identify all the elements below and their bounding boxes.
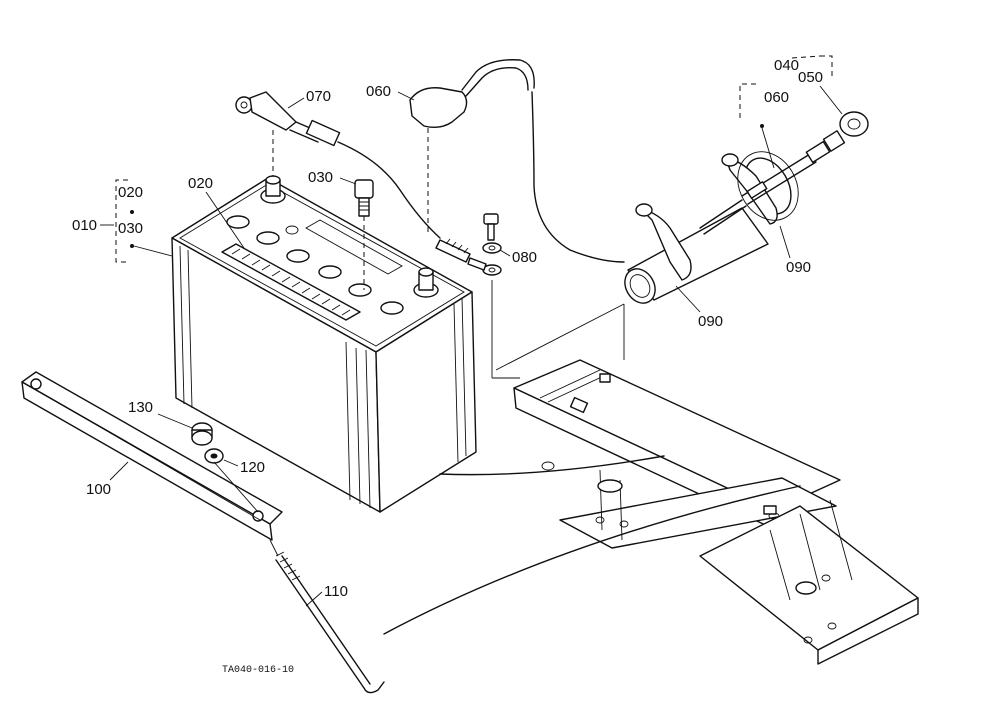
reference-lines [383,303,801,635]
battery [171,175,477,513]
cable-040 [699,111,869,235]
label-020-bracket: 020 [118,184,143,201]
label-020: 020 [188,175,213,192]
negative-cable-060 [409,59,625,263]
label-090-right: 090 [786,259,811,276]
label-090-left: 090 [698,313,723,330]
label-sticker-020 [221,243,361,321]
battery-terminal-positive [260,175,286,204]
positive-cable-070 [235,91,441,239]
label-060-bracket: 060 [764,89,789,106]
label-030: 030 [308,169,333,186]
label-040: 040 [774,57,799,74]
bracket-markers [115,55,833,263]
hold-down-bar-100 [21,371,283,541]
label-050: 050 [798,69,823,86]
label-130: 130 [128,399,153,416]
vent-caps [226,215,404,315]
washer-120 [204,448,259,513]
boot-090-left [624,203,769,304]
mounting-frame [699,499,919,665]
nut-130 [191,422,213,446]
label-010: 010 [72,217,97,234]
battery-terminal-negative [413,267,439,298]
part-labels: 010 020 030 020 030 070 060 080 090 090 … [72,57,843,676]
label-100: 100 [86,481,111,498]
label-060-cap: 060 [366,83,391,100]
terminal-cap-030 [354,179,374,290]
label-070: 070 [306,88,331,105]
label-120: 120 [240,459,265,476]
bolt-080 [467,213,520,379]
drawing-code: TA040-016-10 [222,665,294,676]
j-bolt-110 [269,539,385,694]
label-030-bracket: 030 [118,220,143,237]
label-110: 110 [324,583,348,600]
label-080: 080 [512,249,537,266]
